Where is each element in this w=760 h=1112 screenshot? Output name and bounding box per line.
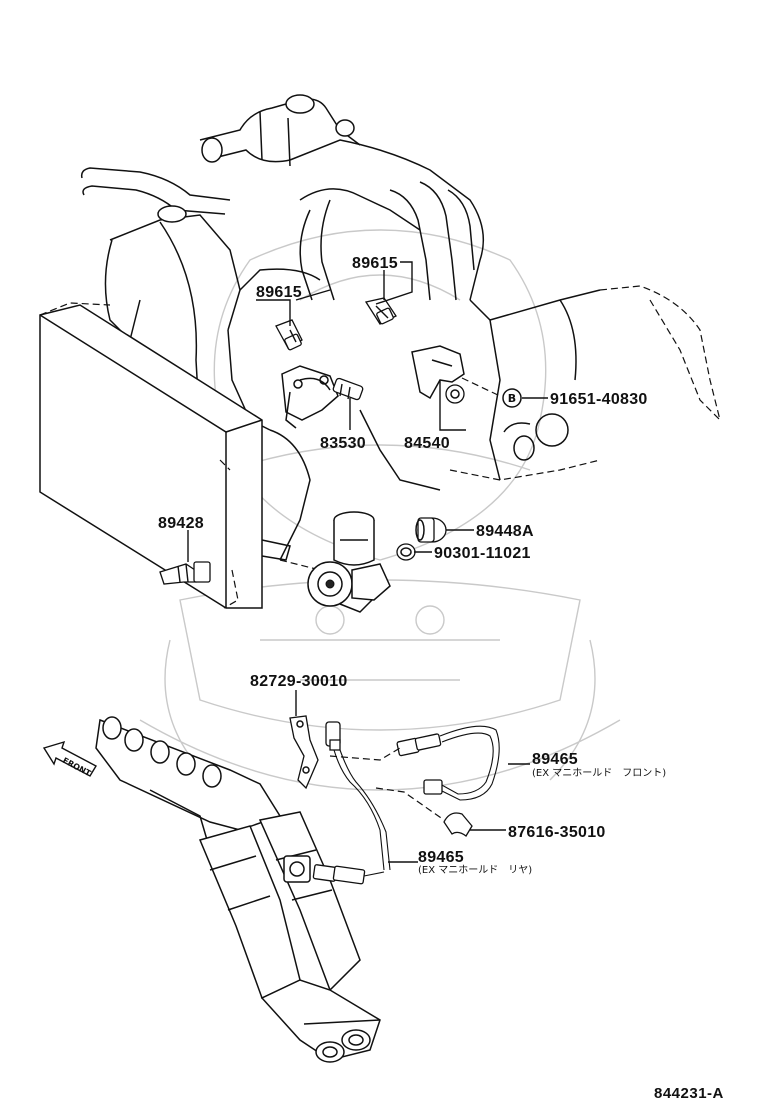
power-steering-pump [307, 511, 391, 613]
label-87616-35010: 87616-35010 [508, 824, 606, 841]
label-89465-rear: 89465 [418, 849, 464, 866]
label-91651-40830: 91651-40830 [550, 391, 648, 408]
sensor-89448a [415, 517, 447, 543]
oxygen-sensor-rear [312, 864, 385, 885]
oxygen-sensor-front [325, 721, 500, 871]
sensor-89615-upper [364, 297, 397, 325]
clamp-87616 [443, 812, 473, 837]
bolt-b-letter: B [508, 392, 516, 405]
sensor-89615-lower [275, 319, 303, 351]
label-90301-11021: 90301-11021 [434, 545, 531, 562]
label-89428: 89428 [158, 515, 204, 532]
label-89615-lower: 89615 [256, 284, 302, 301]
note-89465-front: (EX マニホールド フロント) [532, 767, 666, 779]
radiator [39, 302, 291, 609]
note-89465-rear: (EX マニホールド リヤ) [418, 864, 532, 876]
sensor-89428 [159, 561, 211, 585]
label-84540: 84540 [404, 435, 450, 452]
leader-lines [187, 261, 548, 863]
label-89615-upper: 89615 [352, 255, 398, 272]
label-83530: 83530 [320, 435, 366, 452]
engine-assembly [80, 94, 721, 571]
label-89465-front: 89465 [532, 751, 578, 768]
bracket-82729 [289, 715, 319, 790]
front-direction-arrow-icon: FRONT [42, 740, 97, 778]
oring-90301 [396, 543, 416, 561]
bolt-b-marker-icon: B [502, 388, 522, 408]
label-82729-30010: 82729-30010 [250, 673, 348, 690]
diagram-reference-number: 844231-A [654, 1085, 724, 1102]
part-labels: 89615 89615 83530 84540 91651-40830 8942… [158, 255, 666, 876]
switch-84540 [445, 384, 465, 404]
exhaust-manifold [95, 716, 381, 1063]
label-89448a: 89448A [476, 523, 534, 540]
sensor-83530 [332, 377, 364, 401]
